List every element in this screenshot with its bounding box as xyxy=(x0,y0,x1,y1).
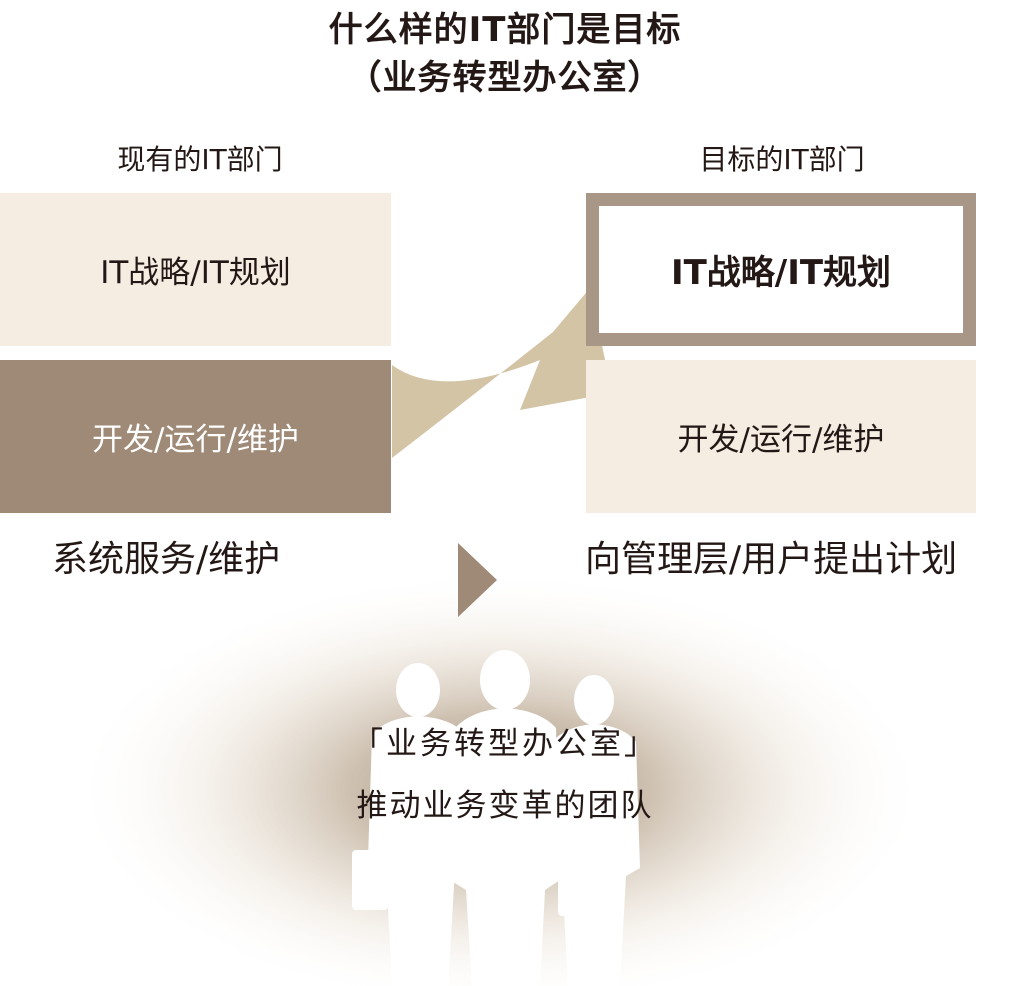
target-caption: 向管理层/用户提出计划 xyxy=(585,539,958,580)
current-strategy-box: IT战略/IT规划 xyxy=(0,193,391,346)
curved-arrow-icon xyxy=(392,288,612,458)
title-line-1: 什么样的IT部门是目标 xyxy=(328,10,682,50)
current-dept-label: 现有的IT部门 xyxy=(117,143,283,176)
target-strategy-box: IT战略/IT规划 xyxy=(586,193,976,346)
businesspeople-silhouette-icon xyxy=(352,650,640,986)
current-operations-text: 开发/运行/维护 xyxy=(92,422,299,458)
target-dept-label: 目标的IT部门 xyxy=(699,143,865,176)
current-caption: 系统服务/维护 xyxy=(52,539,281,580)
current-operations-box: 开发/运行/维护 xyxy=(0,360,391,513)
current-strategy-text: IT战略/IT规划 xyxy=(100,255,291,291)
triangle-right-icon xyxy=(458,543,497,617)
target-operations-box: 开发/运行/维护 xyxy=(586,360,976,513)
target-operations-text: 开发/运行/维护 xyxy=(677,422,885,458)
target-strategy-text: IT战略/IT规划 xyxy=(670,253,892,293)
team-name: 「业务转型办公室」 xyxy=(352,726,658,762)
title-line-2: （业务转型办公室） xyxy=(347,58,663,98)
team-description: 推动业务变革的团队 xyxy=(356,788,654,824)
